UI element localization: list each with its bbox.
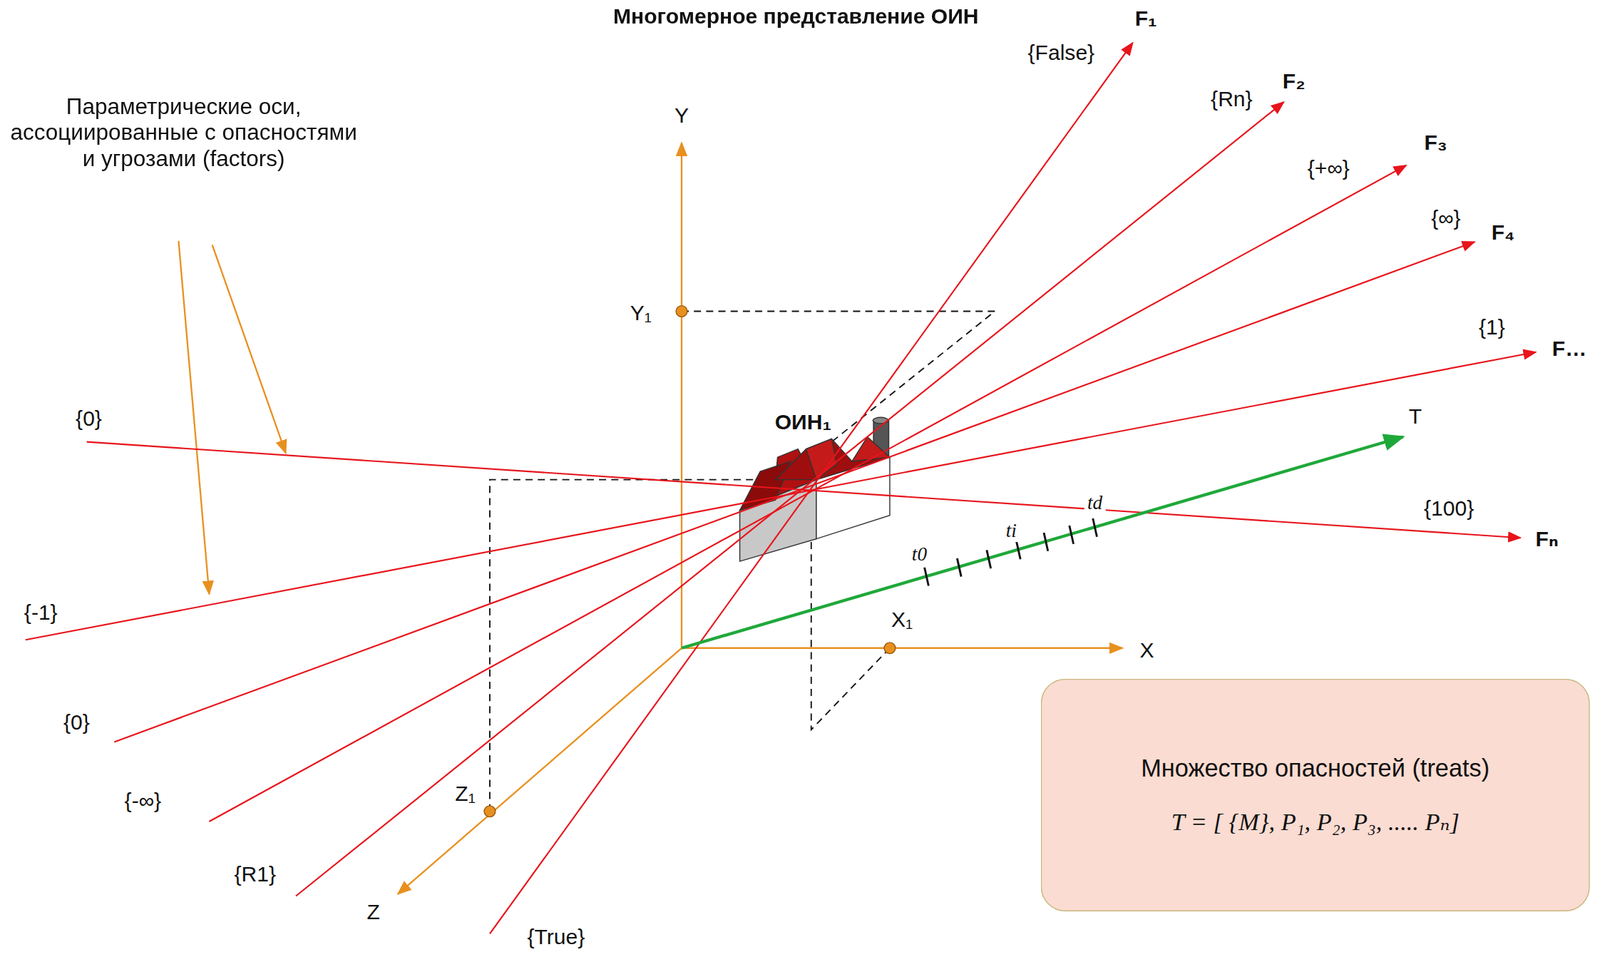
factor-name: Fₙ: [1532, 526, 1562, 552]
factor-value: {R1}: [231, 862, 279, 887]
factor-value: {-∞}: [121, 788, 164, 814]
factor-value: {0}: [72, 405, 105, 431]
factor-name: F₁: [1131, 5, 1160, 31]
factor-value: {-1}: [21, 599, 61, 625]
coordinate-axes: [178, 142, 1123, 894]
factor-value: {100}: [1421, 495, 1478, 521]
axes-note: Параметрические оси, ассоциированные с о…: [7, 94, 361, 172]
axis-point-label: X₁: [888, 606, 917, 632]
axis-points: [484, 305, 896, 818]
time-axis: [681, 437, 1404, 649]
box-formula: T = [ {M}, P₁, P₂, P₃, ..... Pₙ]: [1171, 806, 1460, 838]
diagram-title: Многомерное представление ОИН: [610, 4, 982, 30]
factor-name: F₂: [1279, 69, 1309, 95]
factor-name: F₄: [1488, 220, 1518, 246]
factor-value: {1}: [1475, 315, 1509, 341]
axis-label: Y: [671, 102, 693, 128]
time-tick-label: ti: [1002, 519, 1020, 542]
factor-name: F…: [1549, 336, 1591, 362]
info-box: Множество опасностей (treats) T = [ {M}, …: [1040, 678, 1591, 912]
time-tick-label: t0: [909, 542, 931, 565]
axis-label: T: [1405, 404, 1425, 430]
factor-value: {Rn}: [1207, 86, 1256, 112]
axis-point-label: Y₁: [626, 300, 655, 326]
dashed-projections: [489, 310, 995, 811]
box-heading: Множество опасностей (treats): [1140, 752, 1490, 784]
object-label: ОИН₁: [771, 409, 835, 435]
factor-value: {∞}: [1428, 206, 1464, 232]
factor-name: F₃: [1421, 130, 1451, 156]
axis-label: X: [1136, 637, 1158, 663]
factor-value: {0}: [60, 710, 93, 736]
axis-point-label: Z₁: [452, 781, 479, 807]
time-tick-label: td: [1084, 491, 1106, 515]
axis-label: Z: [363, 899, 383, 925]
factor-value: {True}: [524, 924, 588, 950]
factor-value: {False}: [1024, 40, 1098, 66]
time-ticks: [924, 518, 1098, 586]
factor-value: {+∞}: [1304, 156, 1354, 182]
